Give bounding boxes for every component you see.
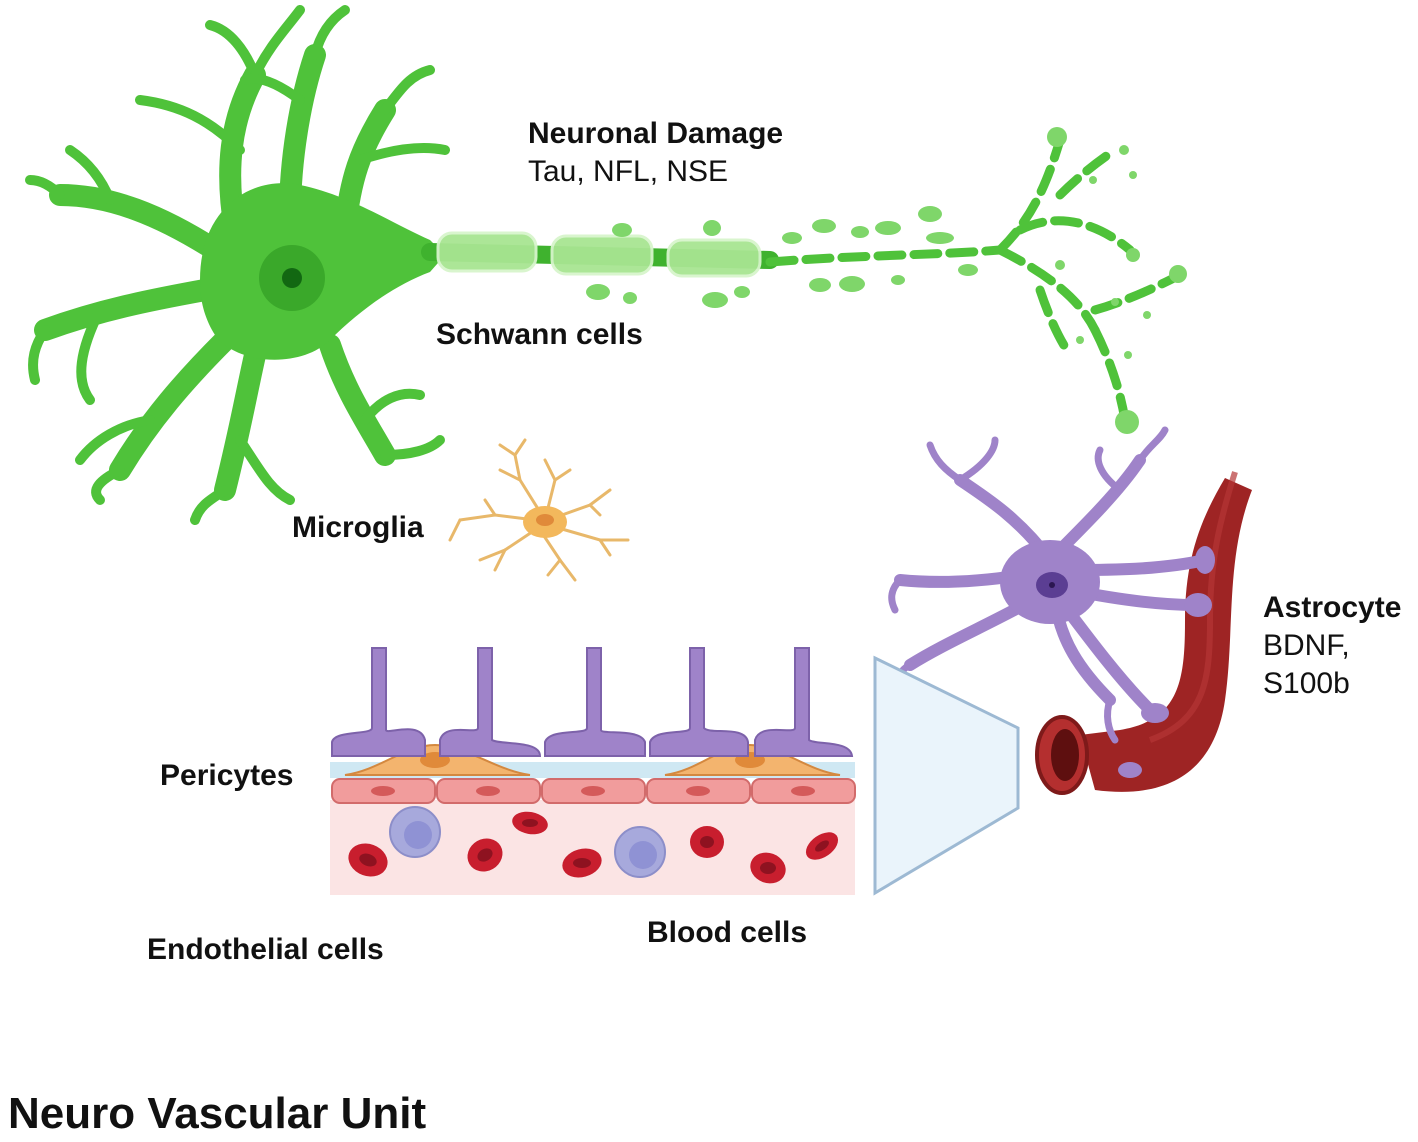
astrocyte-end-feet (331, 647, 854, 757)
axon-fragments (586, 127, 1187, 434)
white-blood-cells (389, 806, 666, 878)
figure-title: Neuro Vascular Unit (8, 1089, 427, 1138)
blood-cells-label: Blood cells (647, 916, 808, 949)
barrier-cross-section (330, 647, 856, 895)
neuronal-damage-title: Neuronal Damage (528, 117, 784, 150)
astrocyte-title: Astrocyte (1263, 591, 1402, 624)
astrocyte-marker-1: BDNF, (1263, 629, 1350, 662)
red-blood-cells (348, 811, 839, 884)
astrocyte-marker-2: S100b (1263, 667, 1350, 700)
microglia-cell (448, 438, 630, 582)
myelin-sheaths (436, 231, 762, 278)
neuron-cell (25, 5, 1187, 525)
astrocyte-cell (888, 426, 1215, 778)
schwann-cells-label: Schwann cells (436, 318, 643, 351)
neuron-nucleolus (282, 268, 302, 288)
axon-terminals (765, 135, 1185, 425)
pericytes-label: Pericytes (160, 759, 294, 792)
microglia-label: Microglia (292, 511, 424, 544)
zoom-projection (873, 655, 1020, 896)
endothelial-cells-label: Endothelial cells (147, 933, 384, 966)
neuronal-damage-markers: Tau, NFL, NSE (528, 155, 729, 188)
